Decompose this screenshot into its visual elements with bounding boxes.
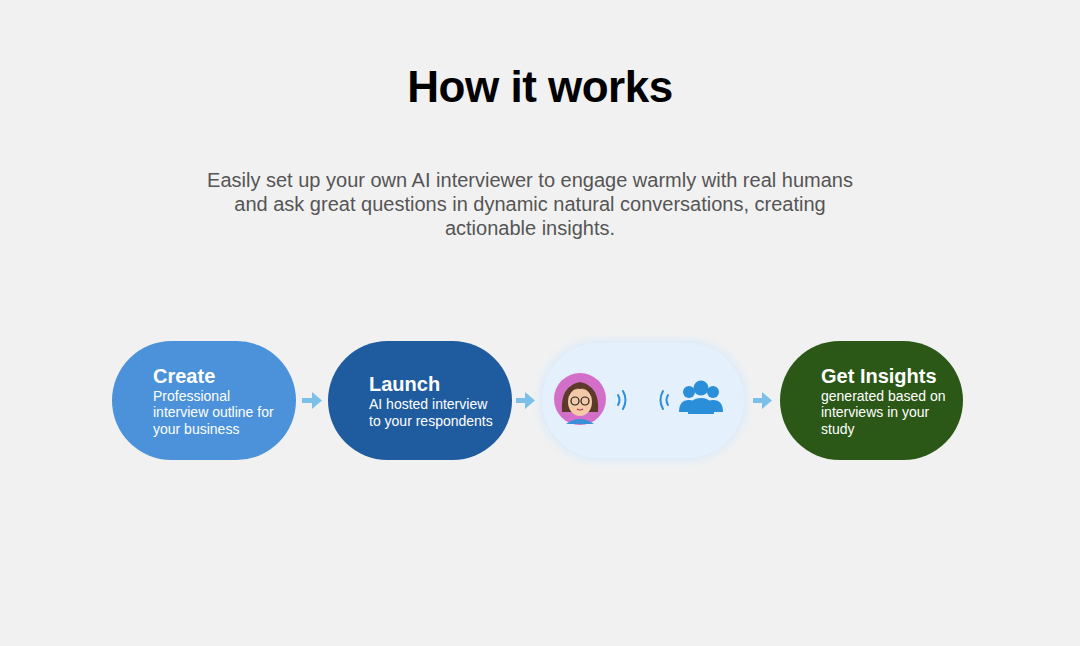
page-title: How it works bbox=[0, 62, 1080, 112]
subtitle: Easily set up your own AI interviewer to… bbox=[200, 168, 860, 240]
step-pill: Get Insightsgenerated based on interview… bbox=[780, 341, 963, 460]
step-heading: Launch bbox=[369, 372, 502, 396]
step-heading: Create bbox=[153, 364, 286, 388]
step-pill: CreateProfessional interview outline for… bbox=[112, 341, 296, 460]
step-description: Professional interview outline for your … bbox=[153, 388, 286, 438]
interview-pill bbox=[542, 343, 744, 458]
step-description: AI hosted interview to your respondents bbox=[369, 396, 502, 429]
step-description: generated based on interviews in your st… bbox=[821, 388, 953, 438]
step-pill: LaunchAI hosted interview to your respon… bbox=[328, 341, 512, 460]
sound-waves bbox=[618, 391, 668, 409]
flow-arrow bbox=[302, 392, 322, 409]
people-icon bbox=[679, 381, 723, 415]
flow-arrow bbox=[516, 392, 772, 409]
step-heading: Get Insights bbox=[821, 364, 953, 388]
avatar bbox=[554, 373, 606, 425]
glow bbox=[540, 341, 746, 460]
